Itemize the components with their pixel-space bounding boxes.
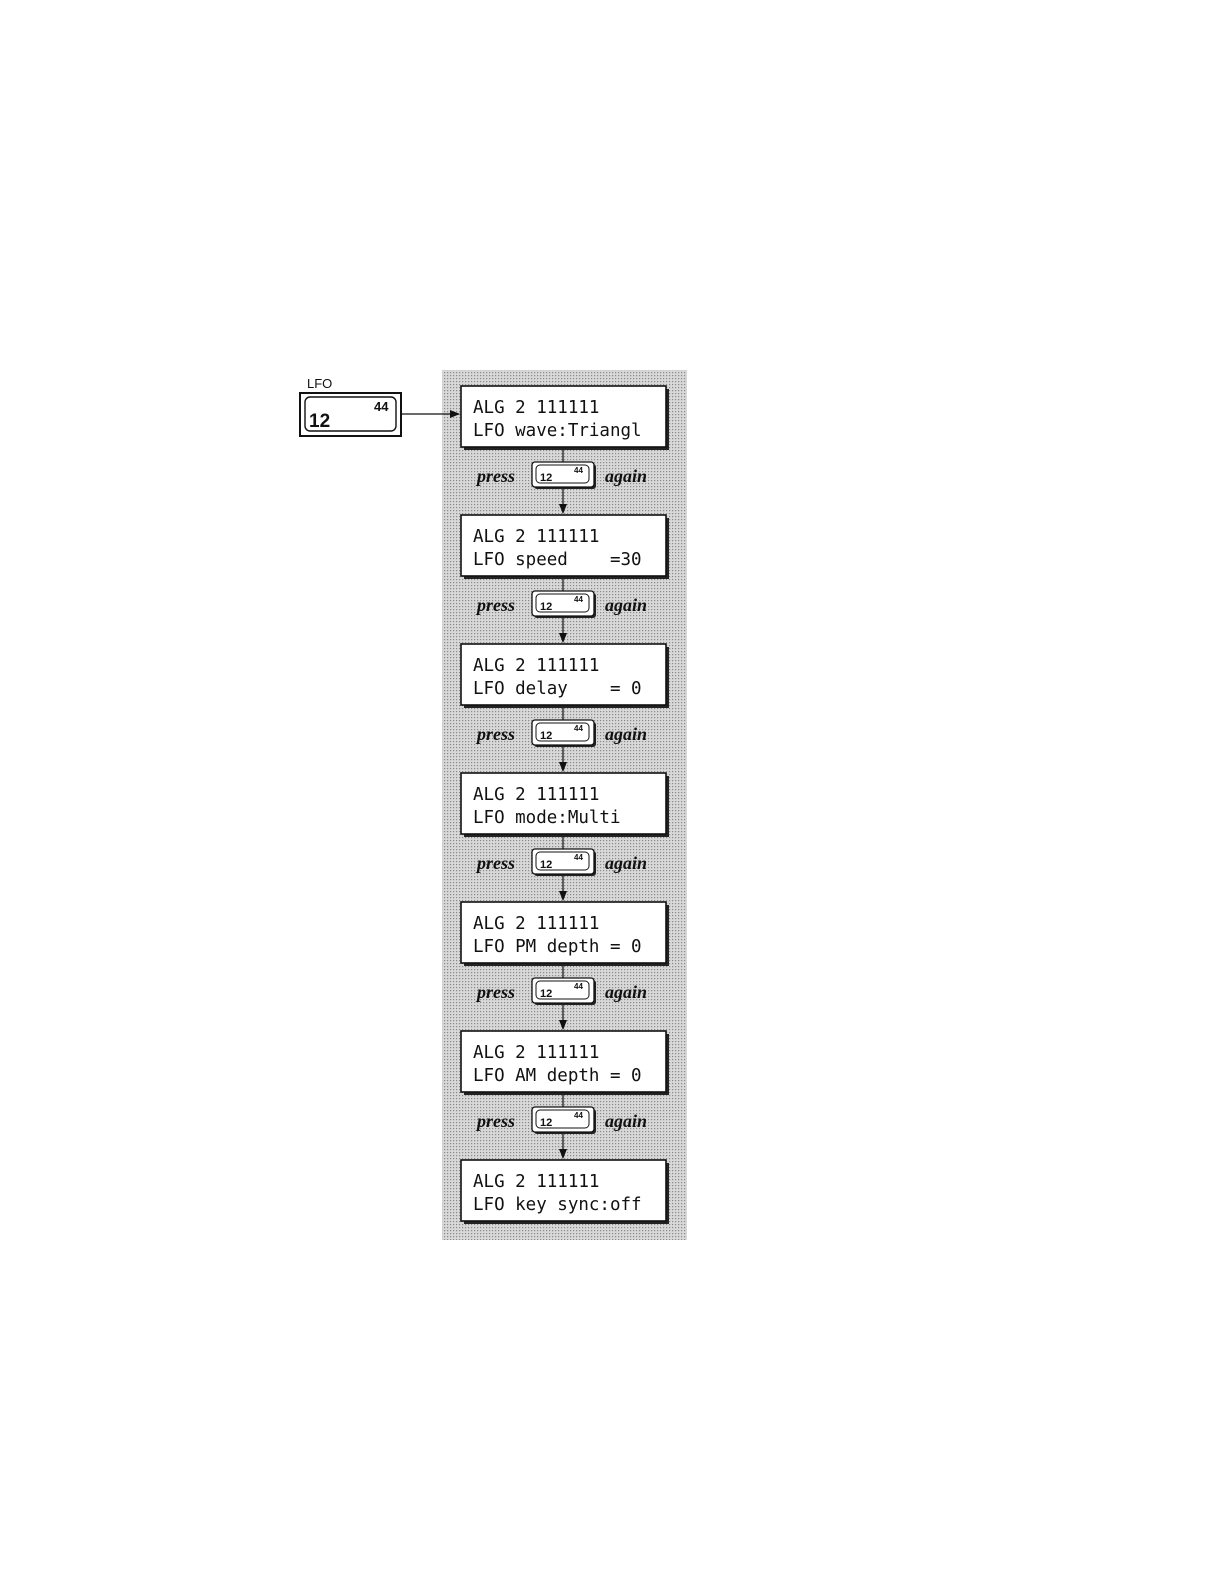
lcd-line-1: ALG 2 111111 <box>473 527 599 547</box>
press-again-step: press 12 44 again <box>475 461 647 489</box>
small-key-number: 12 <box>540 601 552 613</box>
again-label: again <box>605 595 647 615</box>
again-label: again <box>605 982 647 1002</box>
lcd-line-2: LFO PM depth = 0 <box>473 937 642 957</box>
press-label: press <box>475 1111 515 1131</box>
small-key-superscript: 44 <box>574 466 583 475</box>
small-key-number: 12 <box>540 472 552 484</box>
lcd-line-1: ALG 2 111111 <box>473 398 599 418</box>
press-label: press <box>475 724 515 744</box>
lfo-key-number: 12 <box>309 411 330 432</box>
lcd-line-2: LFO wave:Triangl <box>473 421 642 441</box>
lcd-line-2: LFO delay = 0 <box>473 679 642 699</box>
small-key-superscript: 44 <box>574 853 583 862</box>
lfo-key-label: LFO <box>307 376 332 391</box>
press-again-step: press 12 44 again <box>475 848 647 876</box>
press-label: press <box>475 853 515 873</box>
lcd-line-2: LFO key sync:off <box>473 1195 642 1215</box>
lcd-line-1: ALG 2 111111 <box>473 1043 599 1063</box>
press-label: press <box>475 595 515 615</box>
lfo-key-small[interactable]: 12 44 <box>531 1106 596 1134</box>
press-again-step: press 12 44 again <box>475 977 647 1005</box>
lcd-line-1: ALG 2 111111 <box>473 785 599 805</box>
press-label: press <box>475 466 515 486</box>
lcd-line-1: ALG 2 111111 <box>473 1172 599 1192</box>
again-label: again <box>605 466 647 486</box>
small-key-number: 12 <box>540 730 552 742</box>
lcd-line-2: LFO AM depth = 0 <box>473 1066 642 1086</box>
lfo-key[interactable]: LFO 12 44 <box>299 376 402 437</box>
lcd-line-2: LFO speed =30 <box>473 550 642 570</box>
press-label: press <box>475 982 515 1002</box>
lfo-key-small[interactable]: 12 44 <box>531 848 596 876</box>
small-key-number: 12 <box>540 859 552 871</box>
lfo-key-small[interactable]: 12 44 <box>531 977 596 1005</box>
small-key-superscript: 44 <box>574 982 583 991</box>
lcd-line-2: LFO mode:Multi <box>473 808 621 828</box>
lcd-line-1: ALG 2 111111 <box>473 656 599 676</box>
lfo-key-small[interactable]: 12 44 <box>531 719 596 747</box>
again-label: again <box>605 1111 647 1131</box>
press-again-step: press 12 44 again <box>475 719 647 747</box>
small-key-superscript: 44 <box>574 595 583 604</box>
small-key-number: 12 <box>540 988 552 1000</box>
lfo-key-small[interactable]: 12 44 <box>531 461 596 489</box>
small-key-superscript: 44 <box>574 1111 583 1120</box>
again-label: again <box>605 724 647 744</box>
press-again-step: press 12 44 again <box>475 1106 647 1134</box>
lcd-line-1: ALG 2 111111 <box>473 914 599 934</box>
lfo-key-superscript: 44 <box>374 399 389 414</box>
again-label: again <box>605 853 647 873</box>
lfo-key-small[interactable]: 12 44 <box>531 590 596 618</box>
small-key-superscript: 44 <box>574 724 583 733</box>
small-key-number: 12 <box>540 1117 552 1129</box>
press-again-step: press 12 44 again <box>475 590 647 618</box>
